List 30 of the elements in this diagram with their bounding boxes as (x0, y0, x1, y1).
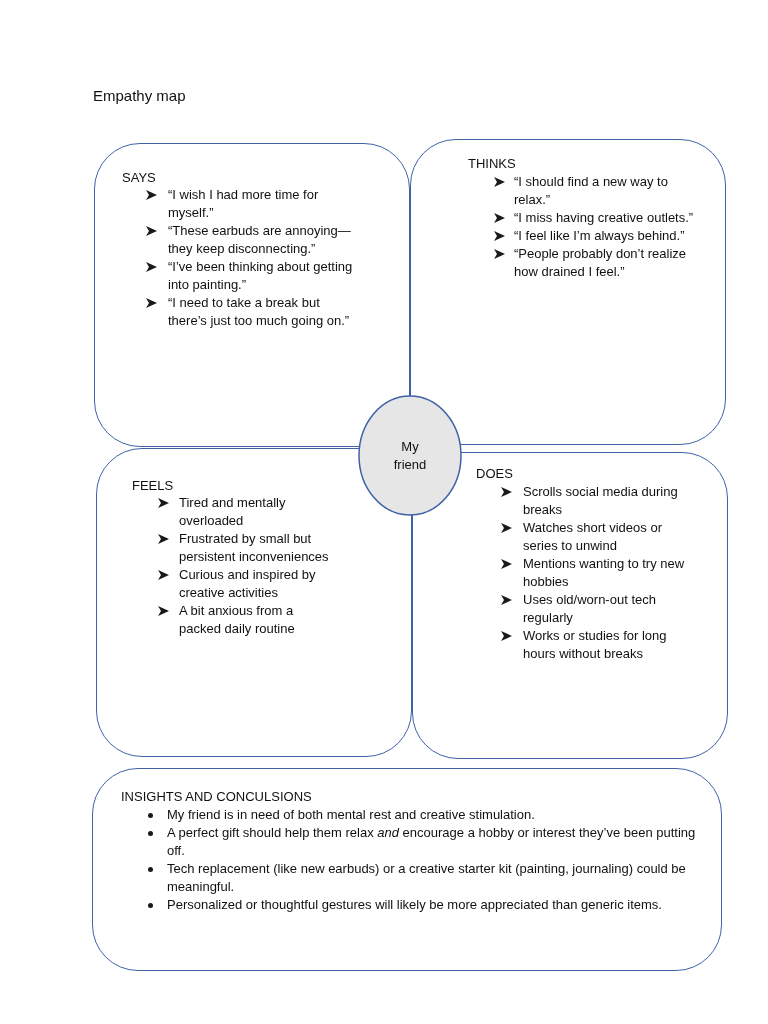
list-item-text: Tech replacement (like new earbuds) or a creative starter kit (painting, journaling) could be meaningful. (167, 860, 687, 896)
list-item-text: Mentions wanting to try new hobbies (523, 555, 686, 591)
list-item-text: “I miss having creative outlets.” (514, 209, 694, 227)
list-item-text: A perfect gift should help them relax and encourage a hobby or interest they’ve been putting off. (167, 824, 697, 860)
list-item-text: “I’ve been thinking about getting into painting.” (168, 258, 353, 294)
list-item-text: Personalized or thoughtful gestures will likely be more appreciated than generic items. (167, 896, 662, 914)
list-item-text: Watches short videos or series to unwind (523, 519, 663, 555)
list-item-text: My friend is in need of both mental rest and creative stimulation. (167, 806, 535, 824)
list-item-text: Frustrated by small but persistent inconveniences (179, 530, 330, 566)
list-item-text: “These earbuds are annoying—they keep disconnecting.” (168, 222, 352, 258)
section-heading: SAYS (122, 169, 156, 187)
section-heading: FEELS (132, 477, 174, 495)
list-item-text: “I feel like I’m always behind.” (514, 227, 685, 245)
section-heading: THINKS (468, 155, 516, 173)
center-ellipse (358, 395, 462, 516)
center-label: My friend (392, 437, 428, 474)
list-item-text: Tired and mentally overloaded (179, 494, 287, 530)
list-item-text: “I should find a new way to relax.” (514, 173, 669, 209)
list-item-text: “I need to take a break but there’s just too much going on.” (168, 294, 351, 330)
list-item-text: “I wish I had more time for myself.” (168, 186, 320, 222)
section-heading: INSIGHTS AND CONCULSIONS (121, 788, 312, 806)
insights-panel (92, 768, 722, 971)
list-item-text: Works or studies for long hours without breaks (523, 627, 668, 663)
list-item-text: A bit anxious from a packed daily routine (179, 602, 296, 638)
section-heading: DOES (476, 465, 513, 483)
list-item-text: “People probably don’t realize how drained I feel.” (514, 245, 687, 281)
list-item-text: Uses old/worn-out tech regularly (523, 591, 657, 627)
list-item-text: Scrolls social media during breaks (523, 483, 679, 519)
list-item-text: Curious and inspired by creative activities (179, 566, 317, 602)
page-title: Empathy map (93, 87, 186, 105)
